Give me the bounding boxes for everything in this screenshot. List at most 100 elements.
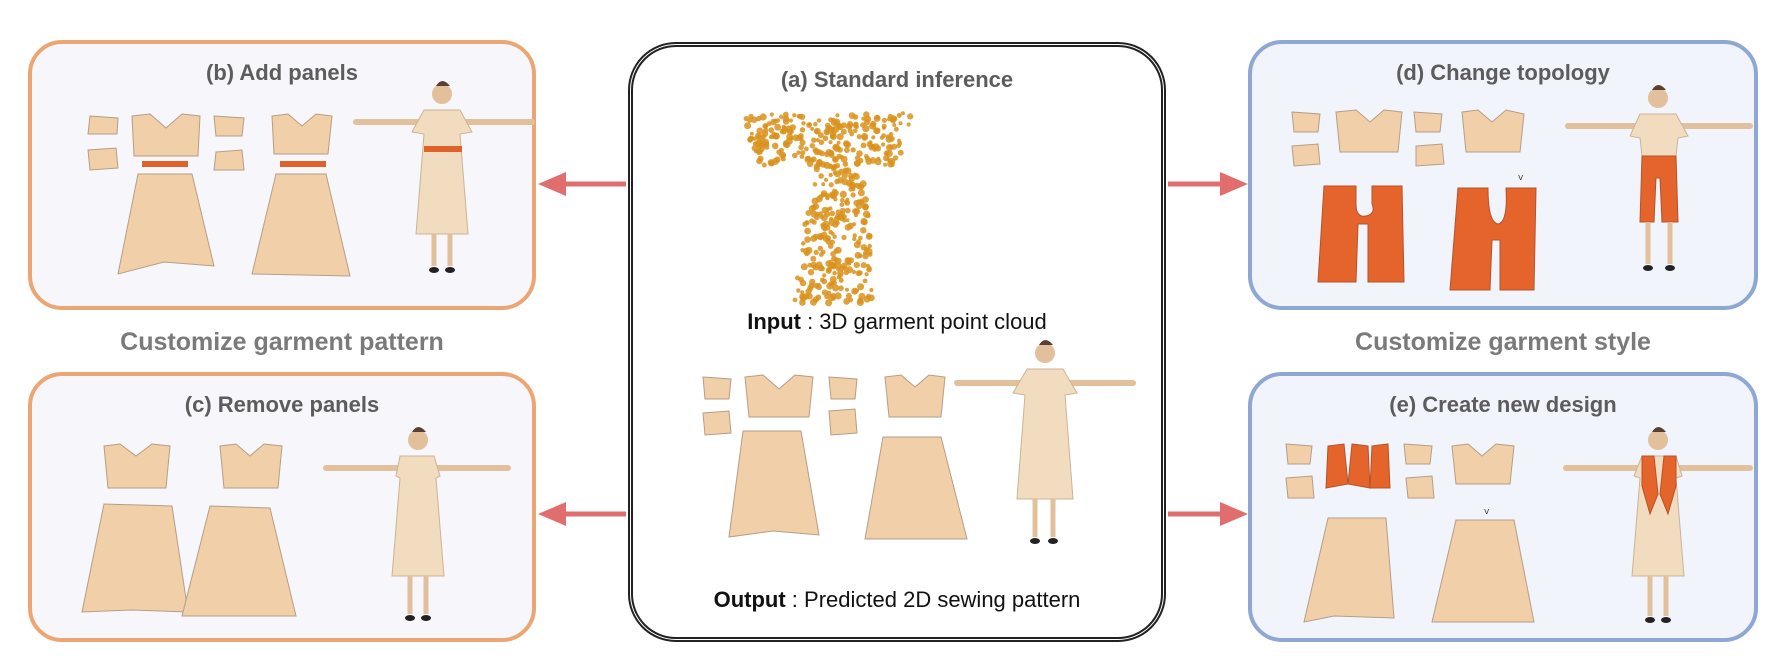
point-cloud-point xyxy=(835,113,840,118)
point-cloud-point xyxy=(907,113,914,120)
point-cloud-point xyxy=(815,138,820,143)
point-cloud-point xyxy=(841,122,847,129)
point-cloud-point xyxy=(896,113,902,118)
point-cloud-point xyxy=(820,190,828,197)
point-cloud-point xyxy=(839,211,846,218)
point-cloud-point xyxy=(850,147,856,153)
point-cloud-point xyxy=(866,233,873,239)
avatar-add-panels xyxy=(353,81,535,273)
point-cloud-point xyxy=(808,282,815,289)
point-cloud-point xyxy=(799,154,805,159)
point-cloud-point xyxy=(868,294,875,302)
point-cloud-point xyxy=(789,124,796,131)
arrow-to-add-panels xyxy=(538,172,626,196)
point-cloud-point xyxy=(832,270,837,276)
point-cloud-point xyxy=(885,135,893,143)
point-cloud-point xyxy=(854,159,861,167)
point-cloud-point xyxy=(824,211,831,218)
point-cloud-point xyxy=(810,126,815,131)
avatar-standard xyxy=(954,340,1136,544)
point-cloud-point xyxy=(814,211,821,217)
point-cloud-point xyxy=(847,128,853,134)
point-cloud-point xyxy=(825,196,830,201)
input-description: : 3D garment point cloud xyxy=(800,309,1047,334)
point-cloud-point xyxy=(807,269,815,276)
point-cloud-point xyxy=(817,245,823,252)
point-cloud-point xyxy=(825,238,832,245)
point-cloud-point xyxy=(881,142,886,147)
point-cloud-point xyxy=(750,116,758,123)
point-cloud-point xyxy=(836,275,841,280)
point-cloud-point xyxy=(844,147,850,153)
point-cloud-point xyxy=(782,111,789,118)
point-cloud-point xyxy=(828,182,834,188)
point-cloud-point xyxy=(780,153,786,158)
output-label: Output xyxy=(713,587,786,612)
point-cloud-point xyxy=(811,219,817,225)
point-cloud-point xyxy=(841,234,847,241)
point-cloud-point xyxy=(808,205,816,213)
point-cloud-point xyxy=(828,229,833,235)
point-cloud-point xyxy=(876,156,881,161)
point-cloud-point xyxy=(801,121,806,126)
point-cloud-point xyxy=(846,261,852,266)
point-cloud-point xyxy=(768,127,775,133)
output-description: : Predicted 2D sewing pattern xyxy=(785,587,1081,612)
point-cloud-point xyxy=(768,160,775,167)
point-cloud-point xyxy=(812,296,820,303)
arrow-to-new-design xyxy=(1168,502,1248,526)
point-cloud-point xyxy=(826,266,832,273)
point-cloud-point xyxy=(852,208,859,215)
point-cloud-point xyxy=(857,189,865,197)
point-cloud-point xyxy=(801,241,806,246)
point-cloud-point xyxy=(870,120,877,128)
arrow-to-change-topology xyxy=(1168,172,1248,196)
point-cloud-point xyxy=(757,155,764,162)
point-cloud-point xyxy=(823,177,829,182)
point-cloud-point xyxy=(797,113,803,119)
point-cloud-point xyxy=(812,182,818,187)
point-cloud-point xyxy=(780,128,787,135)
point-cloud-point xyxy=(844,199,849,205)
point-cloud-point xyxy=(832,284,840,292)
point-cloud-point xyxy=(863,119,870,126)
point-cloud-point xyxy=(831,188,838,195)
point-cloud-point xyxy=(814,129,819,135)
point-cloud-point xyxy=(744,122,752,130)
point-cloud-point xyxy=(763,127,769,133)
point-cloud-point xyxy=(847,222,854,230)
point-cloud-point xyxy=(819,252,824,257)
point-cloud-point xyxy=(816,282,821,287)
point-cloud-point xyxy=(743,116,749,122)
panel-remove-panels: (c) Remove panels xyxy=(28,372,536,642)
panel-change-topology: (d) Change topology v xyxy=(1248,40,1758,310)
point-cloud-point xyxy=(822,273,827,278)
point-cloud-point xyxy=(811,137,817,143)
point-cloud-point xyxy=(806,122,812,128)
avatar-new-design xyxy=(1563,427,1753,623)
point-cloud-point xyxy=(892,123,897,127)
point-cloud-point xyxy=(774,156,781,163)
point-cloud-point xyxy=(815,159,823,167)
svg-text:v: v xyxy=(1484,507,1490,517)
point-cloud-point xyxy=(800,248,805,253)
point-cloud-point xyxy=(763,123,768,129)
point-cloud-point xyxy=(805,246,813,255)
section-label-pattern: Customize garment pattern xyxy=(120,328,444,356)
point-cloud-point xyxy=(837,147,843,153)
point-cloud-point xyxy=(861,116,866,121)
point-cloud-point xyxy=(864,272,869,277)
point-cloud-point xyxy=(862,210,871,218)
point-cloud-point xyxy=(861,132,868,140)
arrow-to-remove-panels xyxy=(538,502,626,526)
point-cloud-point xyxy=(810,156,817,163)
point-cloud-point xyxy=(800,263,808,271)
output-caption: Output : Predicted 2D sewing pattern xyxy=(633,587,1161,613)
point-cloud-point xyxy=(830,251,836,257)
point-cloud-point xyxy=(820,222,825,228)
point-cloud-point xyxy=(792,152,798,159)
point-cloud-point xyxy=(761,134,767,140)
point-cloud-point xyxy=(761,143,766,149)
point-cloud-point xyxy=(891,143,898,150)
point-cloud-point xyxy=(799,139,806,146)
